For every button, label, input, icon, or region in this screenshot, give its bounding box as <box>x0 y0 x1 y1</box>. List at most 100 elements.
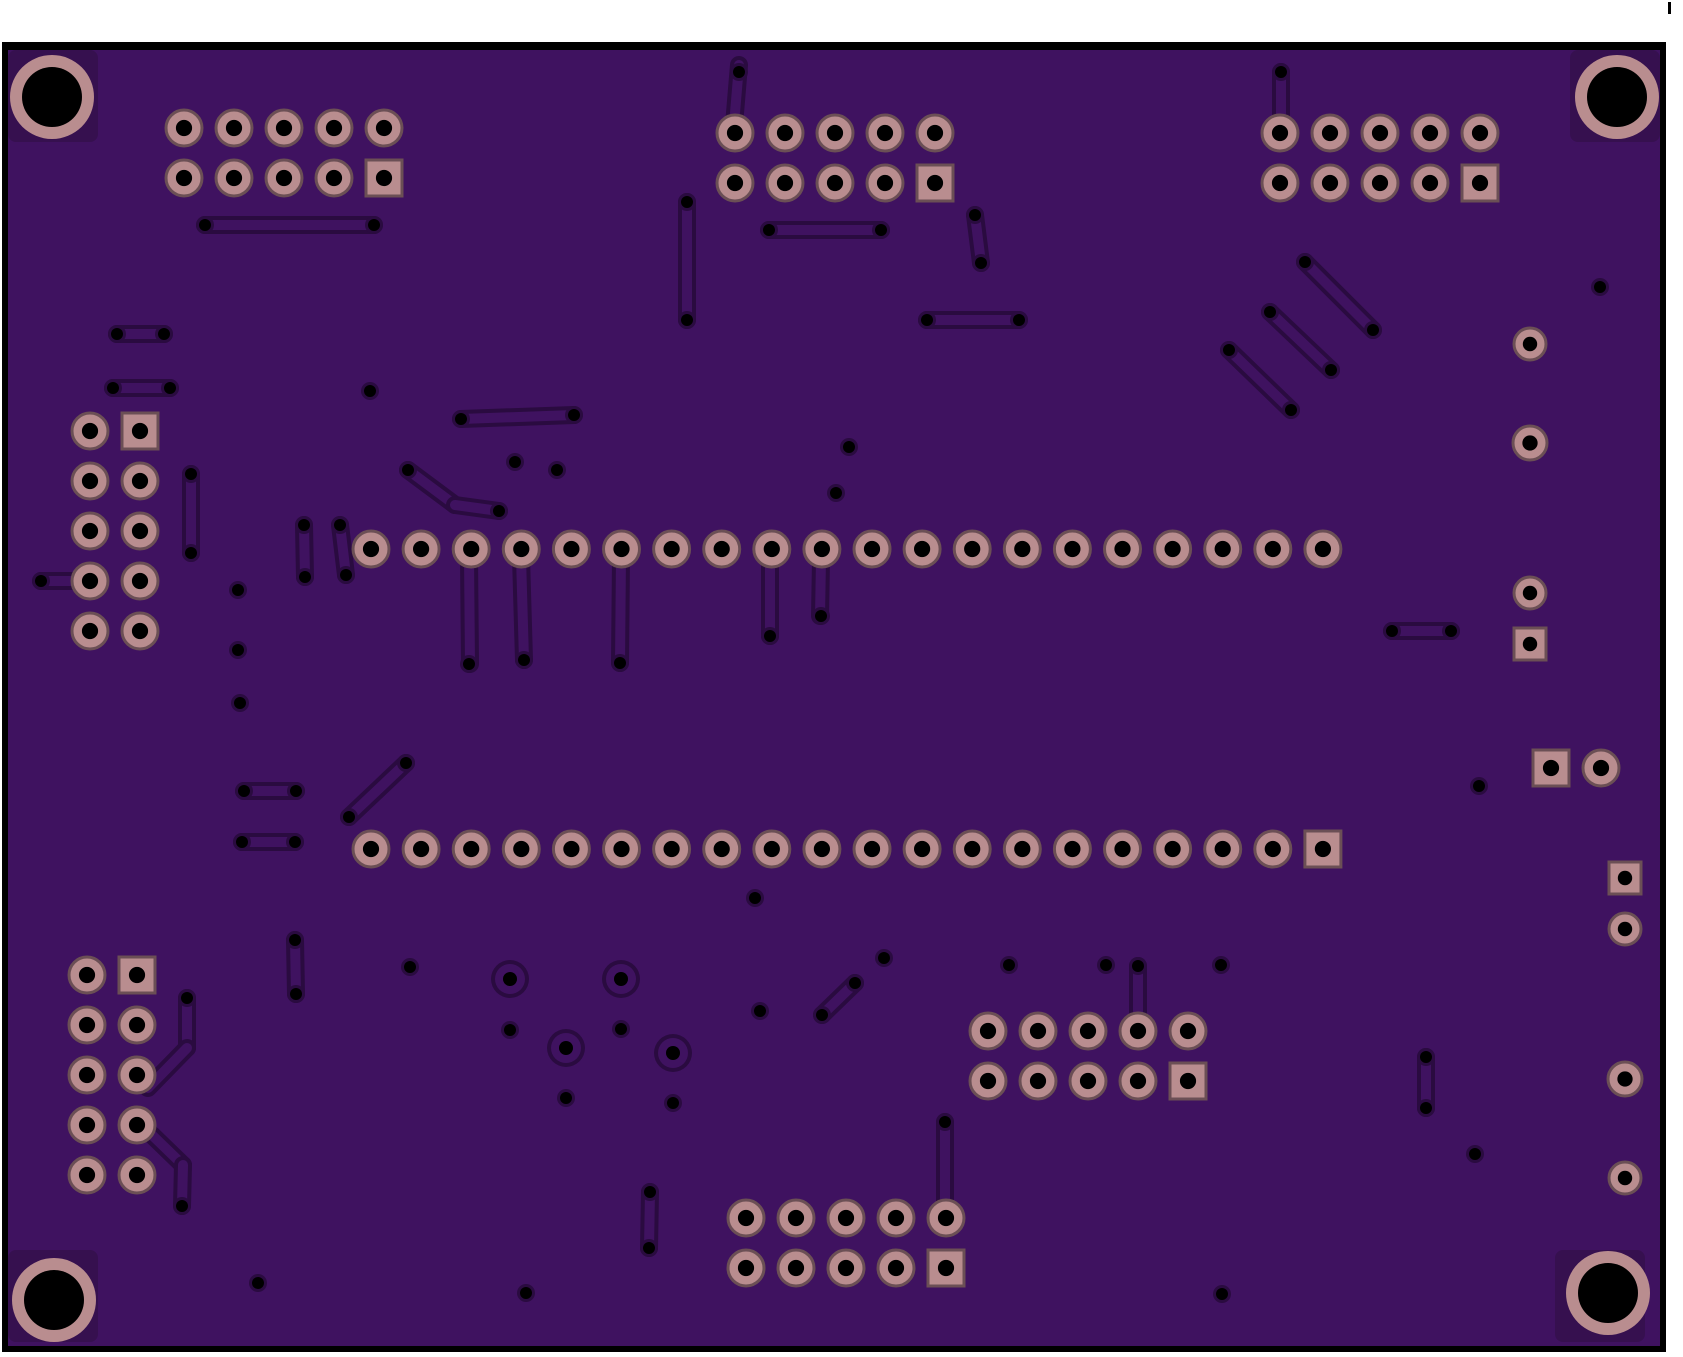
via <box>1594 281 1606 293</box>
via <box>1445 625 1457 637</box>
trace-core <box>456 410 579 424</box>
pad-drill <box>1271 174 1289 192</box>
large-hole <box>503 972 517 986</box>
via <box>1420 1102 1432 1114</box>
pad-drill <box>275 119 293 137</box>
pad-drill <box>1421 124 1439 142</box>
via <box>340 569 352 581</box>
pad-drill <box>914 840 931 858</box>
pad-drill <box>837 1259 855 1277</box>
pad-drill <box>513 540 530 558</box>
via <box>404 961 416 973</box>
pad-drill <box>463 840 480 858</box>
pad-drill <box>1114 540 1131 558</box>
via <box>1469 1148 1481 1160</box>
via <box>551 464 563 476</box>
via <box>875 224 887 236</box>
pad-drill <box>713 540 730 558</box>
via <box>252 1277 264 1289</box>
pad-drill <box>613 540 630 558</box>
through-hole-pads <box>67 108 1644 1288</box>
pad-drill <box>1179 1022 1197 1040</box>
via <box>185 468 197 480</box>
pad-drill <box>887 1209 905 1227</box>
trace-core <box>1224 345 1296 415</box>
pad-drill <box>813 840 831 858</box>
pad-drill <box>887 1259 905 1277</box>
via <box>939 1116 951 1128</box>
via <box>504 1024 516 1036</box>
pad-drill <box>81 422 99 440</box>
via <box>843 441 855 453</box>
trace-core <box>615 552 626 668</box>
pad-drill <box>863 840 881 858</box>
pad-drill <box>131 422 149 440</box>
pad-drill <box>737 1259 755 1277</box>
via <box>615 1023 627 1035</box>
pad-drill <box>863 540 881 558</box>
pad-drill <box>1522 636 1538 652</box>
via <box>1299 256 1311 268</box>
pad-drill <box>128 1066 146 1084</box>
via <box>975 257 987 269</box>
pad-drill <box>1321 124 1339 142</box>
via <box>815 610 827 622</box>
via <box>232 644 244 656</box>
pad-drill <box>413 840 430 858</box>
pad-drill <box>128 1016 146 1034</box>
pad-drill <box>1129 1072 1147 1090</box>
pad-drill <box>1029 1022 1047 1040</box>
pad-drill <box>1164 840 1181 858</box>
pad-drill <box>128 1166 146 1184</box>
pad-drill <box>78 966 96 984</box>
via <box>1325 364 1337 376</box>
pad-drill <box>128 1116 146 1134</box>
pad-drill <box>926 174 944 192</box>
pad-drill <box>1264 540 1281 558</box>
pad-drill <box>325 119 343 137</box>
pad-drill <box>175 119 193 137</box>
pad-drill <box>1371 174 1389 192</box>
pad-drill <box>1471 124 1489 142</box>
via <box>518 654 530 666</box>
via <box>1013 314 1025 326</box>
pad-drill <box>1014 540 1031 558</box>
pad-drill <box>937 1259 955 1277</box>
via <box>969 209 981 221</box>
via <box>749 892 761 904</box>
pad-drill <box>175 169 193 187</box>
pad-drill <box>876 124 894 142</box>
via <box>289 836 301 848</box>
pad-drill <box>979 1022 997 1040</box>
pad-drill <box>737 1209 755 1227</box>
mounting-hole <box>1578 1263 1638 1323</box>
pad-drill <box>81 472 99 490</box>
pad-drill <box>826 124 844 142</box>
pad-drill <box>713 840 730 858</box>
via <box>493 505 505 517</box>
trace-core <box>344 758 411 822</box>
pad-drill <box>663 540 680 558</box>
via <box>1223 344 1235 356</box>
via <box>643 1242 655 1254</box>
large-hole <box>614 972 628 986</box>
pad-drill <box>1522 336 1538 352</box>
pad-drill <box>1164 540 1181 558</box>
via <box>878 952 890 964</box>
via <box>402 464 414 476</box>
via <box>185 547 197 559</box>
via <box>111 328 123 340</box>
mounting-hole <box>22 67 82 127</box>
trace-core <box>1265 307 1336 375</box>
via <box>1285 404 1297 416</box>
pad-drill <box>375 119 393 137</box>
via <box>289 934 301 946</box>
pad-drill <box>1214 840 1231 858</box>
pad-drill <box>1114 840 1131 858</box>
pad-drill <box>362 540 380 558</box>
pad-drill <box>563 840 580 858</box>
pad-drill <box>726 124 744 142</box>
pad-drill <box>1029 1072 1047 1090</box>
via <box>763 224 775 236</box>
